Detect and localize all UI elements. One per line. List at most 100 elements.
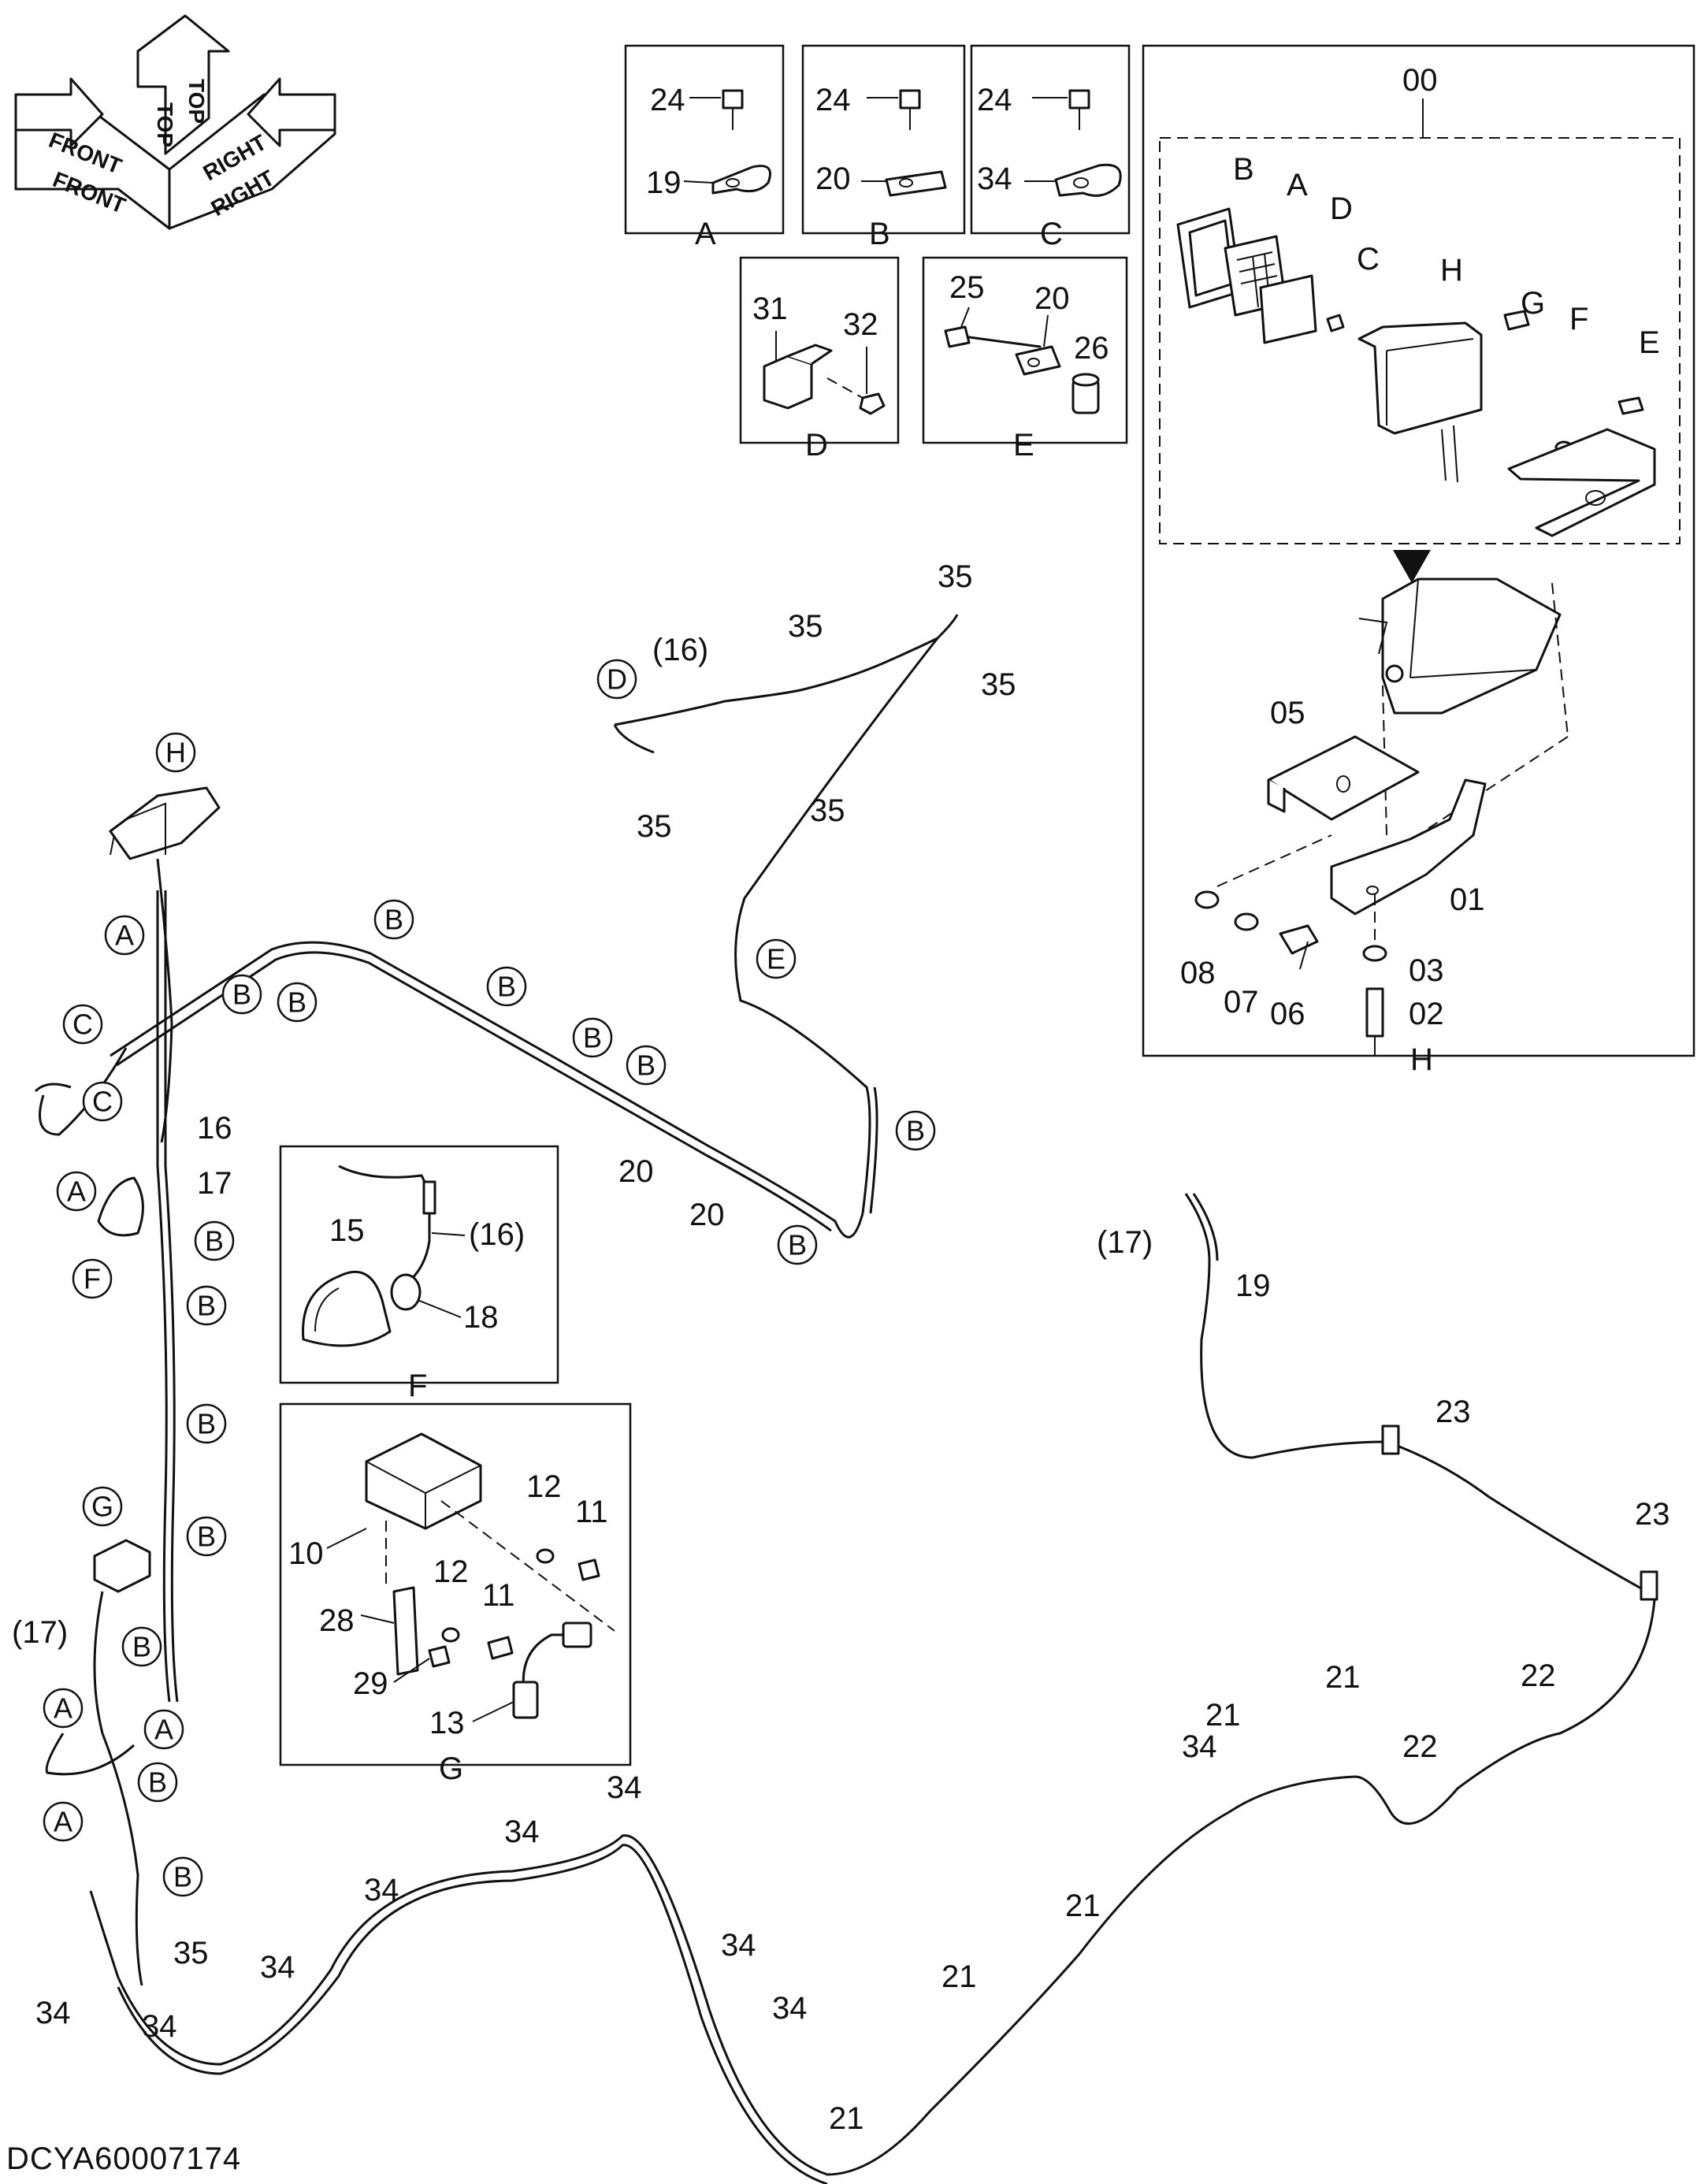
callout-b6: B: [626, 1045, 667, 1086]
bottom-34h: 34: [772, 1991, 808, 2026]
d-part-31: 31: [752, 292, 788, 326]
svg-text:B: B: [288, 986, 306, 1019]
h-inner-g: G: [1521, 286, 1545, 321]
right-22a: 22: [1521, 1658, 1556, 1693]
orient-top-2: TOP: [184, 79, 209, 124]
svg-text:D: D: [607, 663, 627, 696]
g-part-11b: 11: [482, 1578, 515, 1613]
h-part-08: 08: [1180, 956, 1216, 990]
h-part-02: 02: [1409, 997, 1444, 1031]
svg-text:C: C: [92, 1086, 113, 1118]
left-16: 16: [197, 1111, 232, 1146]
svg-text:B: B: [197, 1290, 216, 1322]
callout-b13: B: [121, 1626, 162, 1667]
left-20b: 20: [689, 1198, 725, 1232]
g-part-28: 28: [319, 1603, 355, 1638]
e-part-25: 25: [949, 270, 985, 305]
right-19: 19: [1235, 1268, 1271, 1303]
svg-text:B: B: [205, 1225, 224, 1257]
detail-box-e: 25 20 26 E: [922, 256, 1128, 462]
orient-top: TOP: [153, 102, 177, 147]
orientation-icon: FRONT FRONT TOP TOP RIGHT RIGHT: [14, 14, 336, 230]
svg-text:A: A: [54, 1692, 72, 1725]
c-part-24: 24: [977, 83, 1012, 117]
e-part-20: 20: [1034, 281, 1070, 316]
harness-labels: 16 17 (17) 20 20 (16) 35 35 35 35 35 (17…: [12, 559, 1670, 2136]
callout-b7: B: [895, 1110, 936, 1151]
detail-box-h: 00 B A D C H G F E: [1142, 44, 1695, 1077]
g-part-13: 13: [429, 1706, 465, 1740]
svg-text:E: E: [767, 943, 786, 975]
h-caption: H: [1410, 1042, 1433, 1077]
g-part-12b: 12: [433, 1554, 469, 1589]
h-part-03: 03: [1409, 953, 1444, 988]
h-inner-h: H: [1440, 253, 1463, 288]
svg-text:A: A: [54, 1806, 72, 1838]
bottom-34g: 34: [721, 1928, 756, 1963]
e-part-26: 26: [1074, 331, 1109, 366]
detail-box-a: 24 19 A: [624, 44, 785, 251]
left-17-paren: (17): [12, 1615, 68, 1650]
left-17: 17: [197, 1166, 232, 1201]
svg-text:C: C: [72, 1008, 93, 1041]
bottom-34e: 34: [142, 2009, 177, 2044]
assembly-arrow-icon: [1393, 550, 1431, 583]
detail-box-g: 12 11 10 12 11 28 29 13 G: [279, 1402, 632, 1786]
g-part-11a: 11: [575, 1495, 608, 1529]
e-caption: E: [1013, 428, 1034, 462]
top-35b: 35: [938, 559, 973, 594]
callout-a2: A: [56, 1171, 97, 1212]
svg-text:B: B: [197, 1408, 216, 1440]
callout-b8: B: [777, 1224, 818, 1265]
detail-box-c: 24 34 C: [970, 44, 1131, 251]
f-part-15: 15: [329, 1213, 365, 1248]
svg-text:B: B: [583, 1022, 602, 1054]
callout-b11: B: [186, 1403, 227, 1444]
callout-g: G: [82, 1486, 123, 1527]
bottom-21b: 21: [1205, 1698, 1241, 1733]
callout-b10: B: [186, 1285, 227, 1326]
top-35c: 35: [981, 667, 1016, 702]
bottom-34f: 34: [35, 1996, 71, 2030]
h-inner-a: A: [1287, 168, 1308, 202]
drawing-code: DCYA60007174: [6, 2141, 242, 2176]
g-part-10: 10: [288, 1536, 324, 1571]
h-assembly-00: 00: [1402, 63, 1438, 98]
callout-b15: B: [162, 1856, 203, 1897]
svg-text:B: B: [384, 904, 403, 936]
h-inner-e: E: [1639, 325, 1660, 360]
callout-c2: C: [82, 1081, 123, 1122]
callout-e: E: [756, 938, 797, 979]
f-part-16: (16): [469, 1217, 525, 1252]
svg-text:B: B: [197, 1521, 216, 1553]
h-inner-b: B: [1233, 152, 1254, 187]
svg-text:B: B: [132, 1631, 151, 1663]
svg-text:B: B: [906, 1115, 925, 1147]
d-part-32: 32: [843, 307, 878, 342]
g-part-29: 29: [353, 1666, 388, 1701]
svg-text:B: B: [637, 1049, 656, 1082]
svg-text:F: F: [84, 1263, 101, 1295]
g-caption: G: [439, 1751, 463, 1786]
callout-a4: A: [143, 1709, 184, 1750]
h-part-05: 05: [1270, 696, 1305, 730]
bottom-21a: 21: [1325, 1660, 1361, 1695]
h-inner-d: D: [1330, 191, 1353, 226]
callout-c1: C: [62, 1004, 103, 1045]
right-17-paren: (17): [1097, 1225, 1153, 1260]
right-23b: 23: [1635, 1497, 1670, 1532]
h-part-07: 07: [1224, 985, 1259, 1020]
svg-text:B: B: [497, 971, 516, 1003]
svg-text:B: B: [173, 1861, 192, 1893]
bottom-21c: 21: [1065, 1889, 1101, 1923]
b-part-20: 20: [815, 162, 851, 196]
right-22b: 22: [1402, 1729, 1438, 1764]
right-23a: 23: [1435, 1395, 1471, 1429]
bottom-34b: 34: [504, 1814, 540, 1849]
bottom-34d: 34: [260, 1950, 295, 1985]
a-part-24: 24: [650, 83, 685, 117]
callout-b14: B: [137, 1762, 178, 1803]
svg-text:A: A: [67, 1176, 86, 1208]
callout-b3: B: [277, 982, 318, 1023]
